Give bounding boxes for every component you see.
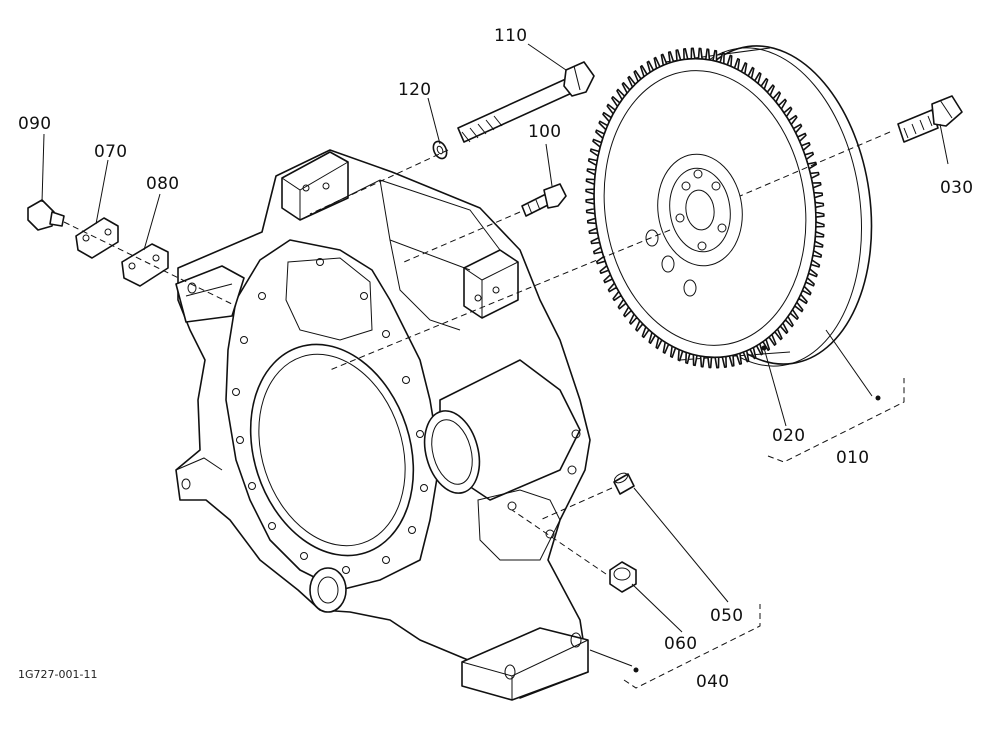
label-020: 020: [772, 426, 806, 446]
label-060: 060: [664, 634, 698, 654]
label-040: 040: [696, 672, 730, 692]
plug: [609, 561, 637, 593]
gasket: [75, 217, 119, 259]
figure-code: 1G727-001-11: [18, 668, 98, 681]
label-110: 110: [494, 26, 528, 46]
flywheel-assembly: [585, 45, 873, 369]
label-120: 120: [398, 80, 432, 100]
assembly-bracket-010: [767, 378, 905, 463]
dowel-pin: [613, 472, 635, 495]
cover-plate: [121, 243, 169, 287]
flywheel-bolt: [897, 95, 963, 143]
long-bolt: [457, 61, 595, 143]
assembly-bracket-040: [623, 604, 761, 689]
leader-lines: [41, 43, 949, 667]
flywheel-housing: [175, 149, 591, 701]
label-050: 050: [710, 606, 744, 626]
label-030: 030: [940, 178, 974, 198]
label-010: 010: [836, 448, 870, 468]
label-100: 100: [528, 122, 562, 142]
label-090: 090: [18, 114, 52, 134]
label-070: 070: [94, 142, 128, 162]
label-080: 080: [146, 174, 180, 194]
assembly-centerlines: [63, 131, 891, 575]
cover-bolt: [27, 199, 65, 231]
housing-bolt-holes: [232, 258, 428, 574]
washer: [432, 140, 448, 160]
bolt-100: [521, 183, 567, 217]
